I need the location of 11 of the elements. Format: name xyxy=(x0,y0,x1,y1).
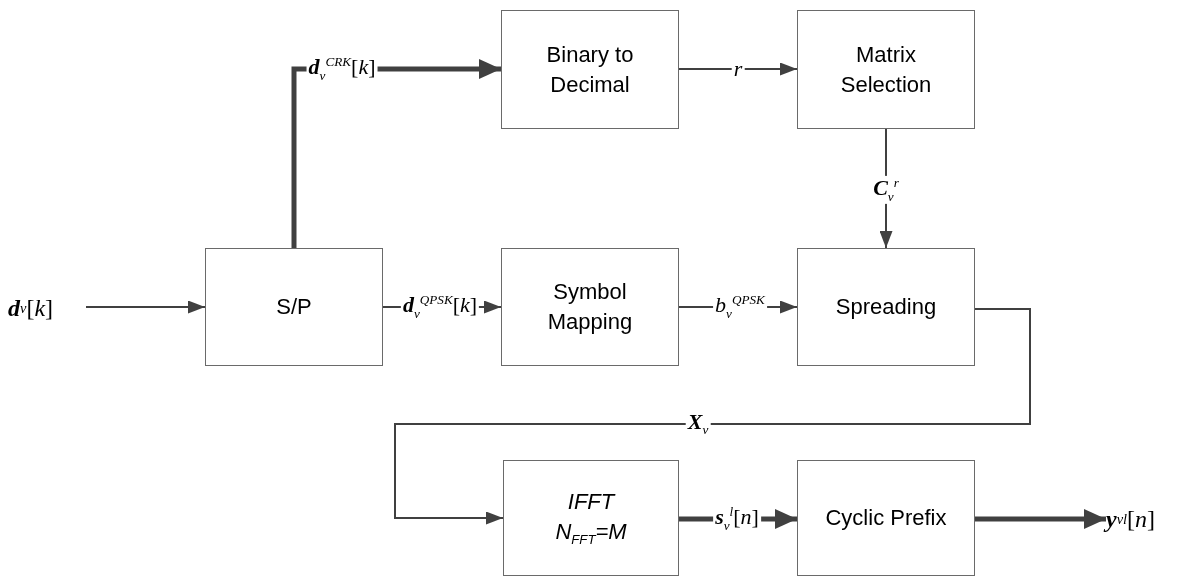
arrow xyxy=(975,509,1106,529)
process-block: Binary to Decimal xyxy=(501,10,679,129)
process-block: Symbol Mapping xyxy=(501,248,679,366)
process-block: S/P xyxy=(205,248,383,366)
arrow xyxy=(678,62,798,76)
process-block: Spreading xyxy=(797,248,975,366)
process-block: Matrix Selection xyxy=(797,10,975,129)
process-block: IFFT N$_{FFT}$=M xyxy=(503,460,679,576)
arrow xyxy=(394,308,1031,525)
process-block: Cyclic Prefix xyxy=(797,460,975,576)
arrow xyxy=(85,300,206,314)
